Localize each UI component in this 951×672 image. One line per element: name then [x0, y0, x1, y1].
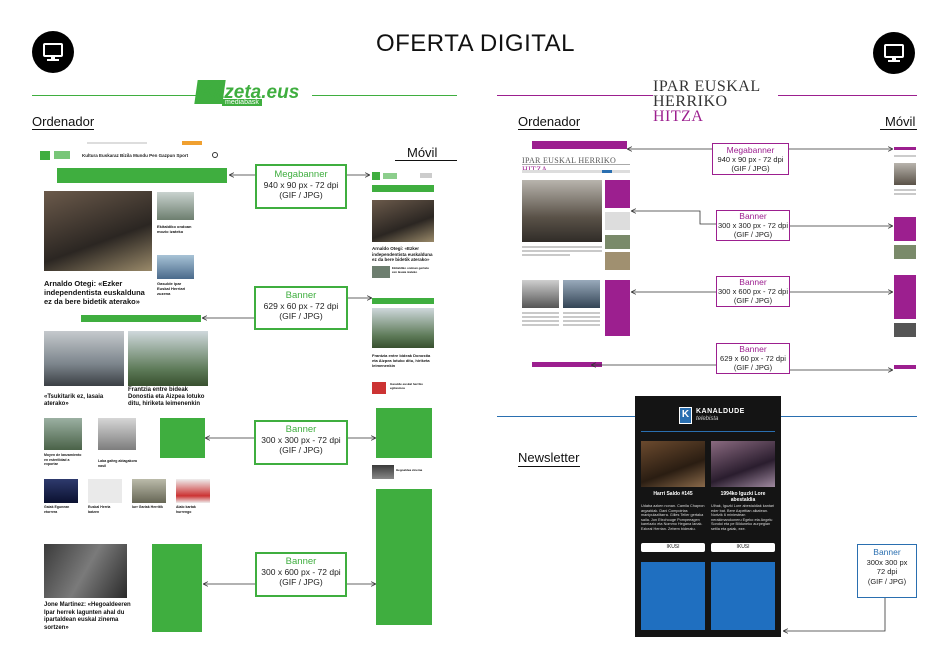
image [711, 441, 775, 487]
ipar-ordenador-label: Ordenador [518, 114, 581, 129]
ipar-banner-629-slot [532, 362, 602, 367]
kazeta-banner-600-slot [152, 544, 202, 632]
ipar-banner-629-callout: Banner 629 x 60 px - 72 dpi (GIF / JPG) [716, 343, 790, 374]
kazeta-nav: Kultura Euskaraz Bizila Mundu Pen Gazpun… [82, 153, 189, 158]
ipar-banner-600-callout: Banner 300 x 600 px - 72 dpi (GIF / JPG) [716, 276, 790, 307]
ipar-banner-300-callout: Banner 300 x 300 px - 72 dpi (GIF / JPG) [716, 210, 790, 241]
kazeta-mobile-mock: Arnaldo Otegi: «Ezker independentista eu… [370, 168, 435, 638]
newsletter-mock: K KANALDUDE telebista Harri Saldo #145 U… [635, 396, 781, 637]
kazeta-megabanner-slot [57, 168, 227, 183]
newsletter-banner-callout: Banner 300x 300 px 72 dpi (GIF / JPG) [857, 544, 917, 598]
card2-ikusi-button[interactable]: IKUSI [711, 543, 775, 552]
image [128, 331, 208, 386]
image [372, 200, 434, 242]
image [88, 479, 122, 503]
search-icon[interactable] [212, 152, 218, 158]
image [44, 479, 78, 503]
kazeta-movil-label: Móvil [407, 145, 438, 160]
kazeta-banner-600-callout: Banner 300 x 600 px - 72 dpi (GIF / JPG) [255, 552, 347, 597]
image [522, 280, 559, 308]
image [563, 280, 600, 308]
newsletter-banner-slot-2 [711, 562, 775, 630]
ipar-banner-600-slot [605, 280, 630, 336]
kazeta-mobile-banner-300 [376, 408, 432, 458]
image [522, 180, 602, 242]
image [44, 331, 124, 386]
image [44, 544, 127, 598]
kazeta-banner-629-callout: Banner 629 x 60 px - 72 dpi (GIF / JPG) [254, 286, 348, 330]
image [44, 418, 82, 450]
ipar-mobile-mock [893, 145, 917, 373]
image [176, 479, 210, 503]
newsletter-banner-slot-1 [641, 562, 705, 630]
image [98, 418, 136, 450]
newsletter-label: Newsletter [518, 450, 580, 465]
card1-ikusi-button[interactable]: IKUSI [641, 543, 705, 552]
kazeta-mobile-banner-600 [376, 489, 432, 625]
kazeta-banner-300-slot [160, 418, 205, 458]
kazeta-megabanner-callout: Megabanner 940 x 90 px - 72 dpi (GIF / J… [255, 164, 347, 209]
monitor-icon [32, 31, 74, 73]
kanaldude-logo-icon: K [679, 407, 692, 424]
kazeta-logo: Kazeta.eus mediabask [194, 80, 312, 108]
ipar-banner-300-slot [605, 180, 630, 208]
ipar-movil-label: Móvil [885, 114, 916, 129]
image [132, 479, 166, 503]
ipar-megabanner-callout: Megabanner 940 x 90 px - 72 dpi (GIF / J… [712, 143, 789, 175]
kazeta-banner-300-callout: Banner 300 x 300 px - 72 dpi (GIF / JPG) [254, 420, 348, 465]
monitor-icon [873, 32, 915, 74]
image [44, 191, 152, 271]
ipar-logo: IPAR EUSKAL HERRIKO HITZA [653, 79, 778, 125]
page-title: OFERTA DIGITAL [375, 30, 576, 57]
ipar-megabanner-slot [532, 141, 627, 149]
kazeta-banner-629-slot [81, 315, 201, 322]
kazeta-desktop-mock: Kultura Euskaraz Bizila Mundu Pen Gazpun… [32, 139, 254, 639]
ipar-desktop-mock: IPAR EUSKAL HERRIKO HITZA [517, 140, 637, 372]
image [372, 308, 434, 348]
kazeta-ordenador-label: Ordenador [32, 114, 95, 129]
image [641, 441, 705, 487]
